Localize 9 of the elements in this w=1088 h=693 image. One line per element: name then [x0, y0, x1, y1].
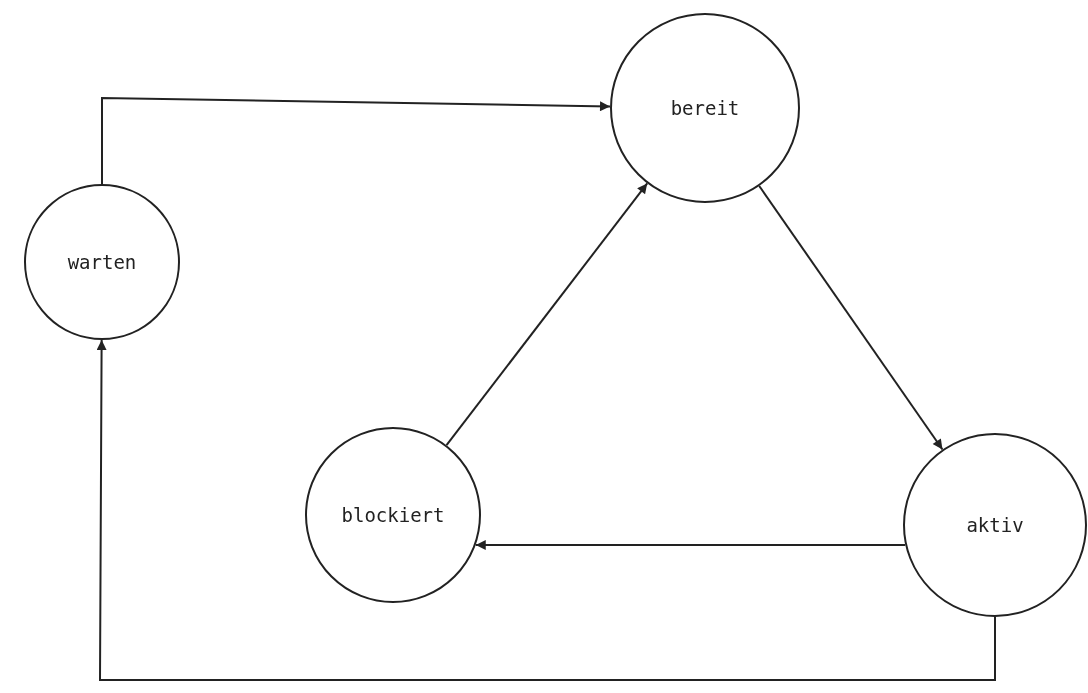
state-label: blockiert [341, 504, 445, 526]
state-label: warten [67, 251, 137, 273]
arrow [474, 540, 907, 550]
state-label: bereit [670, 97, 740, 119]
arrow [96, 339, 996, 681]
arrow [445, 182, 649, 447]
arrow [101, 97, 611, 185]
state-label: aktiv [966, 514, 1024, 536]
arrow [758, 185, 944, 451]
